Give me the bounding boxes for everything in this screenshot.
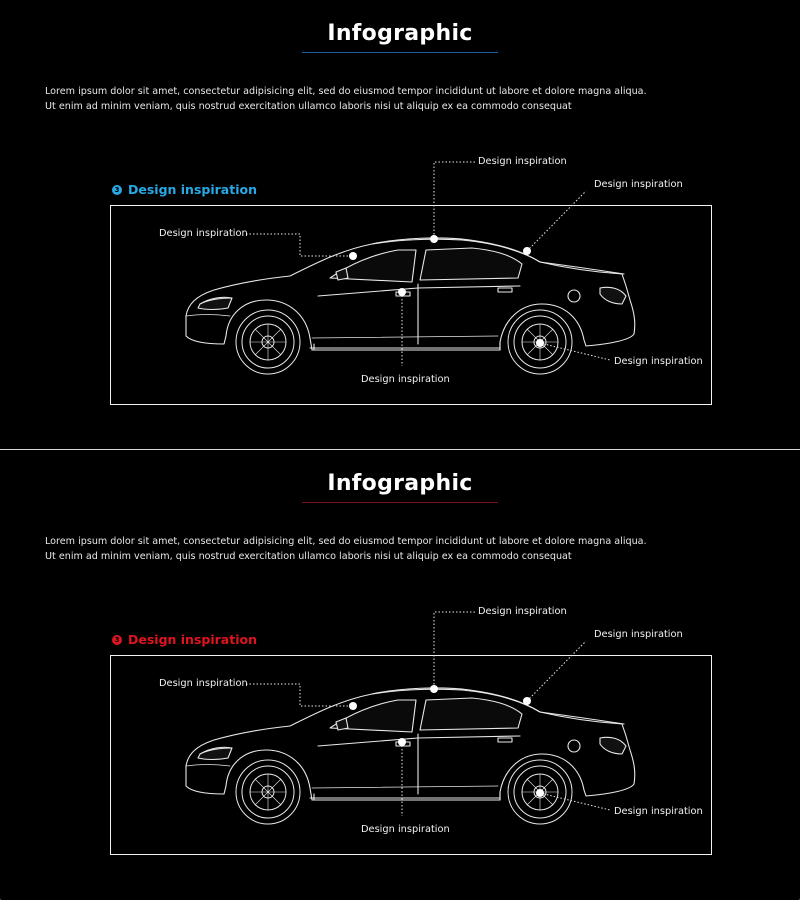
intro-line-1: Lorem ipsum dolor sit amet, consectetur … <box>45 536 647 547</box>
callout-dot-bottom-right <box>536 339 544 347</box>
section-number-badge: 3 <box>112 184 122 195</box>
car-body <box>185 687 636 801</box>
callout-label-top-right: Design inspiration <box>594 629 683 640</box>
callout-label-top: Design inspiration <box>478 156 567 167</box>
callout-label-bottom-center: Design inspiration <box>361 374 450 385</box>
front-wheel <box>235 759 301 825</box>
callout-dot-top-right <box>523 247 531 255</box>
section-heading-label: Design inspiration <box>128 632 257 647</box>
infographic-panel-red: Infographic Lorem ipsum dolor sit amet, … <box>0 450 800 899</box>
callout-label-left: Design inspiration <box>159 678 248 689</box>
section-number-badge: 3 <box>112 634 122 645</box>
intro-line-2: Ut enim ad minim veniam, quis nostrud ex… <box>45 101 572 112</box>
intro-paragraph: Lorem ipsum dolor sit amet, consectetur … <box>45 84 647 114</box>
callout-dot-left <box>349 702 357 710</box>
car-illustration <box>185 161 636 375</box>
car-illustration-frame <box>110 205 712 405</box>
callout-dot-top <box>430 235 438 243</box>
callout-label-top-right: Design inspiration <box>594 179 683 190</box>
callout-label-top: Design inspiration <box>478 606 567 617</box>
callout-dot-top <box>430 685 438 693</box>
callout-dot-bottom-center <box>398 288 406 296</box>
intro-paragraph: Lorem ipsum dolor sit amet, consectetur … <box>45 534 647 564</box>
callout-leaders <box>246 161 611 366</box>
intro-line-1: Lorem ipsum dolor sit amet, consectetur … <box>45 86 647 97</box>
car-body <box>185 237 636 351</box>
callout-dots <box>349 685 544 797</box>
callout-dot-top-right <box>523 697 531 705</box>
section-heading-label: Design inspiration <box>128 182 257 197</box>
callout-label-bottom-right: Design inspiration <box>614 356 703 367</box>
callout-dot-left <box>349 252 357 260</box>
callout-label-bottom-right: Design inspiration <box>614 806 703 817</box>
callout-dot-bottom-right <box>536 789 544 797</box>
car-illustration-frame <box>110 655 712 855</box>
callout-label-bottom-center: Design inspiration <box>361 824 450 835</box>
title-underline <box>302 52 498 53</box>
title-underline <box>302 502 498 503</box>
page-title: Infographic <box>327 471 473 496</box>
infographic-panel-blue: Infographic Lorem ipsum dolor sit amet, … <box>0 0 800 449</box>
car-illustration <box>185 611 636 825</box>
callout-leaders <box>246 611 611 816</box>
panel-separator <box>0 449 800 450</box>
page-title: Infographic <box>327 21 473 46</box>
intro-line-2: Ut enim ad minim veniam, quis nostrud ex… <box>45 551 572 562</box>
front-wheel <box>235 309 301 375</box>
rear-wheel <box>507 309 573 375</box>
section-heading: 3 Design inspiration <box>112 182 257 197</box>
callout-dots <box>349 235 544 347</box>
callout-dot-bottom-center <box>398 738 406 746</box>
callout-label-left: Design inspiration <box>159 228 248 239</box>
section-heading: 3 Design inspiration <box>112 632 257 647</box>
